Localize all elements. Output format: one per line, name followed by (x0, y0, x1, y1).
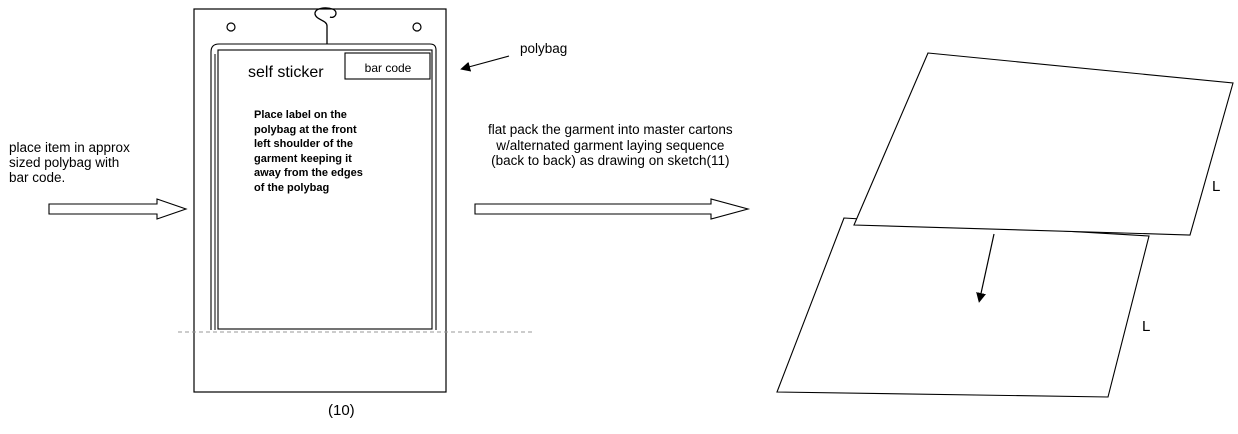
placement-note-line-5: away from the edges (254, 167, 363, 179)
label-placement-note: Place label on the polybag at the front … (254, 108, 363, 195)
place-item-line-2: sized polybag with (9, 155, 120, 170)
barcode-box (344, 52, 431, 80)
hanger-hook (314, 7, 337, 44)
flat-pack-line-1: flat pack the garment into master carton… (488, 122, 733, 137)
placement-note-line-2: polybag at the front (254, 123, 357, 136)
polybag (193, 7, 447, 393)
garment-top (853, 52, 1234, 236)
garment-outline (217, 49, 433, 330)
place-item-instruction: place item in approx sized polybag with … (9, 140, 130, 185)
barcode-label: bar code (364, 61, 412, 75)
garment-bottom-size-label: L (1142, 318, 1151, 335)
hang-hole-right (412, 22, 422, 32)
polybag-label: polybag (520, 41, 568, 56)
hollow-arrow-left (48, 198, 188, 220)
flat-pack-line-3: (back to back) as drawing on sketch(11) (491, 153, 730, 168)
placement-note-line-4: garment keeping it (254, 152, 352, 165)
garment-top-size-label: L (1212, 178, 1221, 195)
place-item-line-3: bar code. (9, 170, 66, 185)
hang-hole-left (226, 22, 236, 32)
flat-pack-instruction: flat pack the garment into master carton… (488, 122, 733, 169)
placement-note-line-6: of the polybag (254, 181, 330, 194)
place-item-line-1: place item in approx (9, 140, 130, 155)
figure-number: (10) (328, 402, 355, 419)
garment-stack (776, 52, 1234, 398)
polybag-pointer-arrow (460, 55, 510, 72)
garment-bottom (776, 217, 1150, 398)
flat-pack-line-2: w/alternated garment laying sequence (496, 137, 725, 153)
self-sticker-label: self sticker (248, 64, 324, 81)
hollow-arrow-middle (474, 198, 751, 220)
placement-note-line-3: left shoulder of the (254, 138, 353, 150)
polybag-inner-outline (210, 43, 437, 330)
placement-note-line-1: Place label on the (254, 109, 347, 121)
stack-direction-arrow (976, 233, 995, 303)
